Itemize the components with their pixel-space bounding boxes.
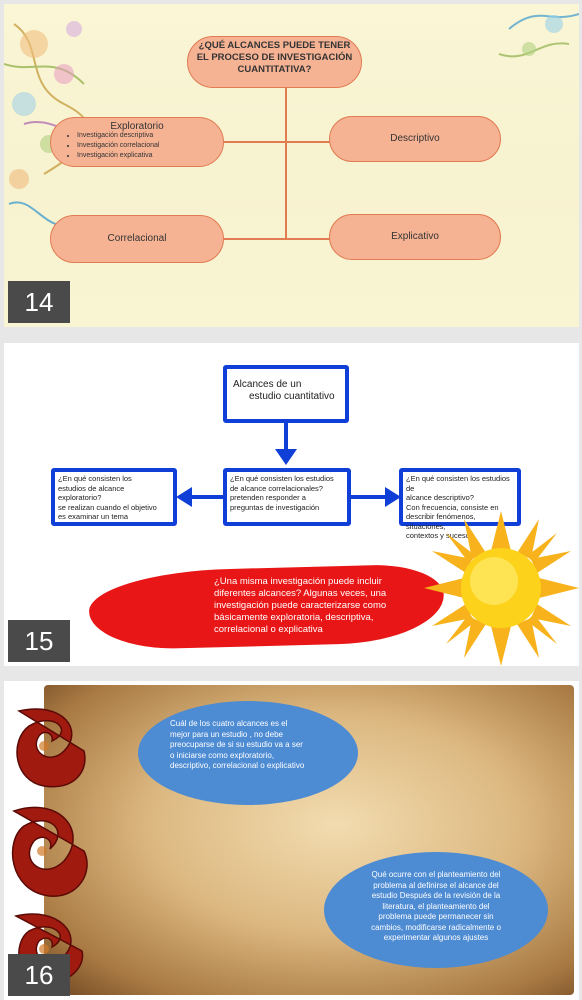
alcances-line-2: estudio cuantitativo: [249, 391, 335, 402]
bubble1-line: mejor para un estudio , no debe: [170, 729, 283, 739]
title-pill: ¿QUÉ ALCANCES PUEDE TENER EL PROCESO DE …: [187, 36, 362, 88]
floral-decoration-left: [4, 21, 105, 227]
floral-decoration-right: [498, 13, 579, 58]
bubble2-line: estudio Después de la revisión de la: [371, 891, 501, 900]
title-line-2: EL PROCESO DE INVESTIGACIÓN: [196, 52, 353, 63]
bubble1-line: Cuál de los cuatro alcances es el: [170, 719, 288, 728]
ornament-swirl: [11, 708, 88, 984]
bubble2-line: cambios, modificarse radicalmente o: [371, 922, 501, 932]
alcances-line-1: Alcances de un: [233, 379, 302, 390]
arrow-down-head: [275, 449, 297, 465]
bubble2-line: experimentar algunos ajustes: [383, 933, 489, 942]
slide-number: 16: [8, 954, 70, 996]
exploratorio-box-line: ¿En qué consisten los: [58, 474, 132, 483]
correlacionales-box-line: pretenden responder a: [230, 493, 306, 502]
descriptivo-box-line: describir fenómenos, situaciones,: [406, 512, 476, 531]
exploratorio-box-line: es examinar un tema: [58, 512, 129, 521]
exploratorio-item: Investigación correlacional: [77, 141, 160, 151]
slide-16[interactable]: Cuál de los cuatro alcances es el mejor …: [4, 681, 579, 1000]
bubble2-line: literatura, el planteamiento del: [382, 901, 490, 911]
red-band-text: ¿Una misma investigación puede incluir d…: [214, 576, 424, 636]
descriptivo-pill: Descriptivo: [329, 116, 501, 162]
explicativo-pill: Explicativo: [329, 214, 501, 260]
sun-icon: [424, 511, 579, 666]
exploratorio-box-line: exploratorio?: [58, 493, 102, 502]
connector-exploratorio: [222, 141, 332, 143]
correlacionales-box-line: preguntas de investigación: [230, 502, 320, 512]
slide-15[interactable]: Alcances de un estudio cuantitativo ¿En …: [4, 343, 579, 666]
connector-vertical: [285, 88, 287, 240]
connector-correlacional: [222, 238, 332, 240]
exploratorio-list: Investigación descriptiva Investigación …: [65, 131, 160, 161]
bubble2-line: Qué ocurre con el planteamiento del: [371, 870, 501, 879]
alcances-box: Alcances de un estudio cuantitativo: [223, 365, 349, 423]
red-band-line: investigación puede caracterizarse como: [214, 600, 387, 611]
red-band-line: ¿Una misma investigación puede incluir: [214, 576, 382, 587]
arrow-right-head: [385, 487, 401, 507]
exploratorio-item: Investigación explicativa: [77, 151, 160, 161]
explicativo-label: Explicativo: [391, 231, 439, 242]
red-band-line: diferentes alcances? Algunas veces, una: [214, 588, 387, 599]
correlacionales-box-line: de alcance correlacionales?: [230, 483, 323, 493]
arrow-right-shaft: [351, 495, 387, 499]
exploratorio-box-line: se realizan cuando el objetivo: [58, 502, 157, 512]
correlacional-label: Correlacional: [107, 233, 167, 244]
bubble1-line: descriptivo, correlacional o explicativo: [170, 761, 305, 770]
arrow-left-shaft: [188, 495, 223, 499]
descriptivo-box-line: alcance descriptivo?: [406, 493, 474, 502]
bubble2-line: problema puede permanecer sin: [378, 912, 494, 921]
descriptivo-label: Descriptivo: [390, 133, 440, 144]
slide-number: 15: [8, 620, 70, 662]
slide-14[interactable]: ¿QUÉ ALCANCES PUEDE TENER EL PROCESO DE …: [4, 4, 579, 327]
bubble-que-ocurre: Qué ocurre con el planteamiento del prob…: [324, 852, 548, 968]
red-band-line: básicamente exploratoria, descriptiva,: [214, 612, 374, 623]
exploratorio-item: Investigación descriptiva: [77, 131, 160, 141]
exploratorio-pill: Exploratorio Investigación descriptiva I…: [50, 117, 224, 167]
bubble1-line: preocuparse de si su estudio va a ser: [170, 740, 303, 749]
exploratorio-box-line: estudios de alcance: [58, 483, 125, 493]
red-band-line: correlacional o explicativa: [214, 624, 323, 635]
bubble1-line: o iniciarse como exploratorio,: [170, 750, 275, 760]
exploratorio-box: ¿En qué consisten los estudios de alcanc…: [51, 468, 177, 526]
correlacional-pill: Correlacional: [50, 215, 224, 263]
exploratorio-title: Exploratorio: [110, 121, 164, 132]
slide-number: 14: [8, 281, 70, 323]
descriptivo-box-line: ¿En qué consisten los estudios de: [406, 474, 510, 493]
bubble2-line: problema al definirse el alcance del: [373, 880, 499, 890]
title-line-1: ¿QUÉ ALCANCES PUEDE TENER: [198, 40, 351, 51]
descriptivo-box-line: Con frecuencia, consiste en: [406, 502, 499, 512]
correlacionales-box: ¿En qué consisten los estudios de alcanc…: [223, 468, 351, 526]
correlacionales-box-line: ¿En qué consisten los estudios: [230, 474, 334, 483]
bubble-cual-alcance: Cuál de los cuatro alcances es el mejor …: [138, 701, 358, 805]
arrow-down: [284, 423, 288, 453]
descriptivo-box-line: contextos y sucesos: [406, 531, 474, 540]
title-line-3: CUANTITATIVA?: [237, 64, 312, 75]
arrow-left-head: [176, 487, 192, 507]
